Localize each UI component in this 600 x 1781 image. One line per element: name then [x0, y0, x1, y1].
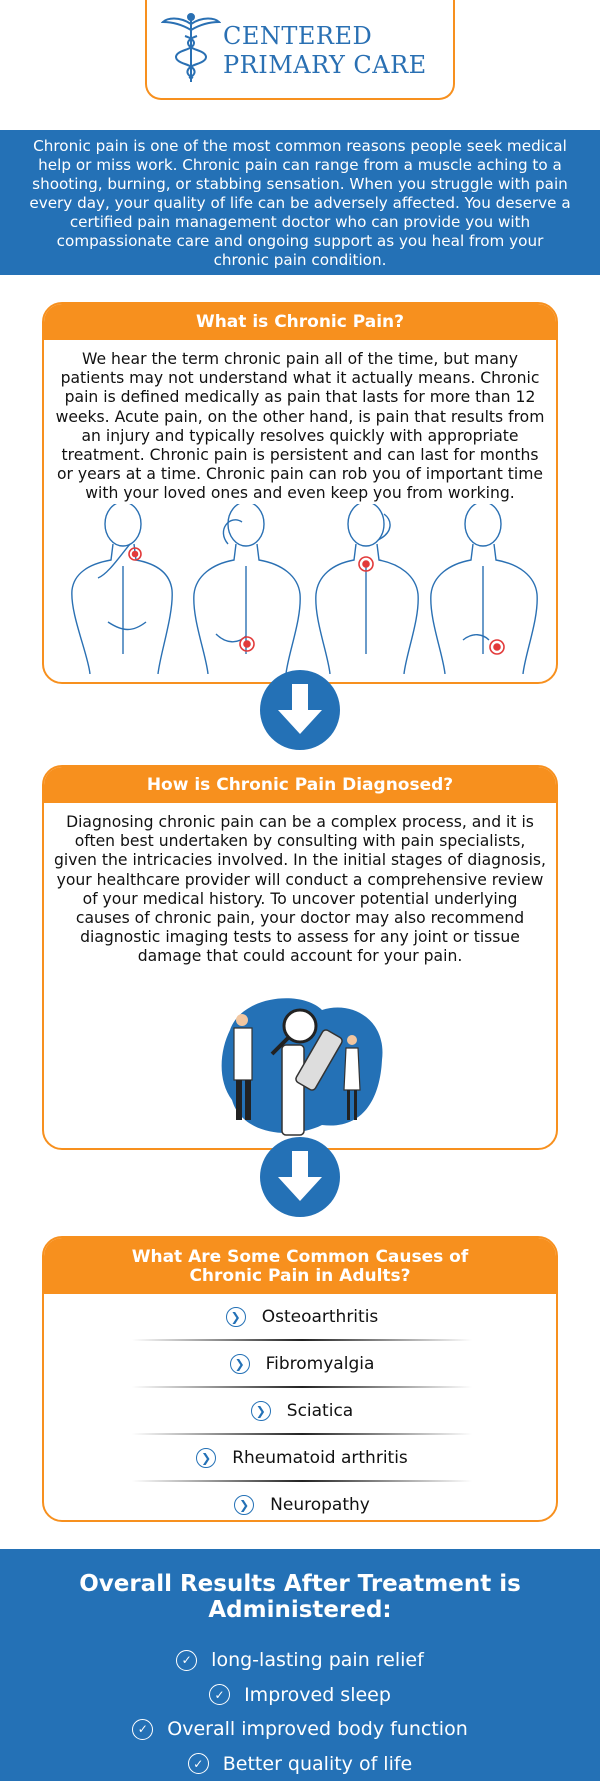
cause-label: Neuropathy — [270, 1494, 370, 1515]
down-arrow-icon — [260, 670, 340, 750]
cause-label: Fibromyalgia — [265, 1353, 375, 1374]
check-icon: ✓ — [187, 1753, 209, 1775]
result-label: Overall improved body function — [167, 1718, 468, 1741]
divider — [132, 1433, 472, 1435]
card-body: We hear the term chronic pain all of the… — [55, 350, 545, 503]
list-item: ❯ Sciatica — [44, 1388, 556, 1433]
back-pain-figures-illustration — [71, 504, 538, 674]
card-title: How is Chronic Pain Diagnosed? — [44, 767, 556, 803]
cause-label: Sciatica — [286, 1400, 354, 1421]
pain-markers — [128, 547, 505, 655]
check-icon: ✓ — [132, 1718, 154, 1740]
result-label: Improved sleep — [244, 1683, 391, 1706]
chevron-right-icon: ❯ — [250, 1400, 271, 1421]
list-item: ❯ Fibromyalgia — [44, 1341, 556, 1386]
doctors-examining-knee-illustration — [221, 998, 383, 1136]
chevron-right-icon: ❯ — [225, 1306, 246, 1327]
chevron-right-icon: ❯ — [234, 1494, 255, 1515]
results-list: ✓ long-lasting pain relief ✓ Improved slee… — [0, 1643, 600, 1781]
logo-line-1: CENTERED — [223, 22, 373, 50]
diagnosis-card: How is Chronic Pain Diagnosed? Diagnosin… — [42, 765, 558, 1150]
check-icon: ✓ — [176, 1649, 198, 1671]
divider — [132, 1480, 472, 1482]
card-title: What is Chronic Pain? — [44, 304, 556, 340]
cause-label: Rheumatoid arthritis — [232, 1447, 408, 1468]
logo: CENTERED PRIMARY CARE — [145, 0, 455, 100]
card-title-line-1: What Are Some Common Causes of — [131, 1247, 469, 1267]
caduceus-icon — [161, 13, 221, 82]
check-icon: ✓ — [209, 1684, 231, 1706]
list-item: ✓ Better quality of life — [0, 1747, 600, 1781]
divider — [132, 1339, 472, 1341]
results-title: Overall Results After Treatment is Admin… — [79, 1571, 521, 1623]
list-item: ✓ Improved sleep — [0, 1678, 600, 1713]
result-label: Better quality of life — [222, 1752, 413, 1775]
card-title: What Are Some Common Causes of Chronic P… — [44, 1238, 556, 1294]
result-label: long-lasting pain relief — [211, 1649, 424, 1672]
cause-label: Osteoarthritis — [261, 1306, 379, 1327]
causes-list: ❯Osteoarthritis ❯Fibromyalgia ❯Sciatica … — [44, 1294, 556, 1520]
chevron-right-icon: ❯ — [229, 1353, 250, 1374]
common-causes-card: What Are Some Common Causes of Chronic P… — [42, 1236, 558, 1522]
card-title-line-2: Chronic Pain in Adults? — [189, 1266, 411, 1286]
list-item: ❯ Rheumatoid arthritis — [44, 1435, 556, 1480]
divider — [132, 1386, 472, 1388]
list-item: ❯ Neuropathy — [44, 1482, 556, 1520]
list-item: ✓ long-lasting pain relief — [0, 1643, 600, 1678]
card-body: Diagnosing chronic pain can be a complex… — [54, 813, 547, 966]
list-item: ❯ Osteoarthritis — [44, 1294, 556, 1339]
what-is-chronic-pain-card: What is Chronic Pain? We hear the term c… — [42, 302, 558, 684]
logo-line-2: PRIMARY CARE — [223, 51, 427, 79]
chevron-right-icon: ❯ — [196, 1447, 217, 1468]
results-section: Overall Results After Treatment is Admin… — [0, 1549, 600, 1781]
list-item: ✓ Overall improved body function — [0, 1712, 600, 1747]
intro-text: Chronic pain is one of the most common r… — [0, 130, 600, 275]
down-arrow-icon — [260, 1137, 340, 1217]
